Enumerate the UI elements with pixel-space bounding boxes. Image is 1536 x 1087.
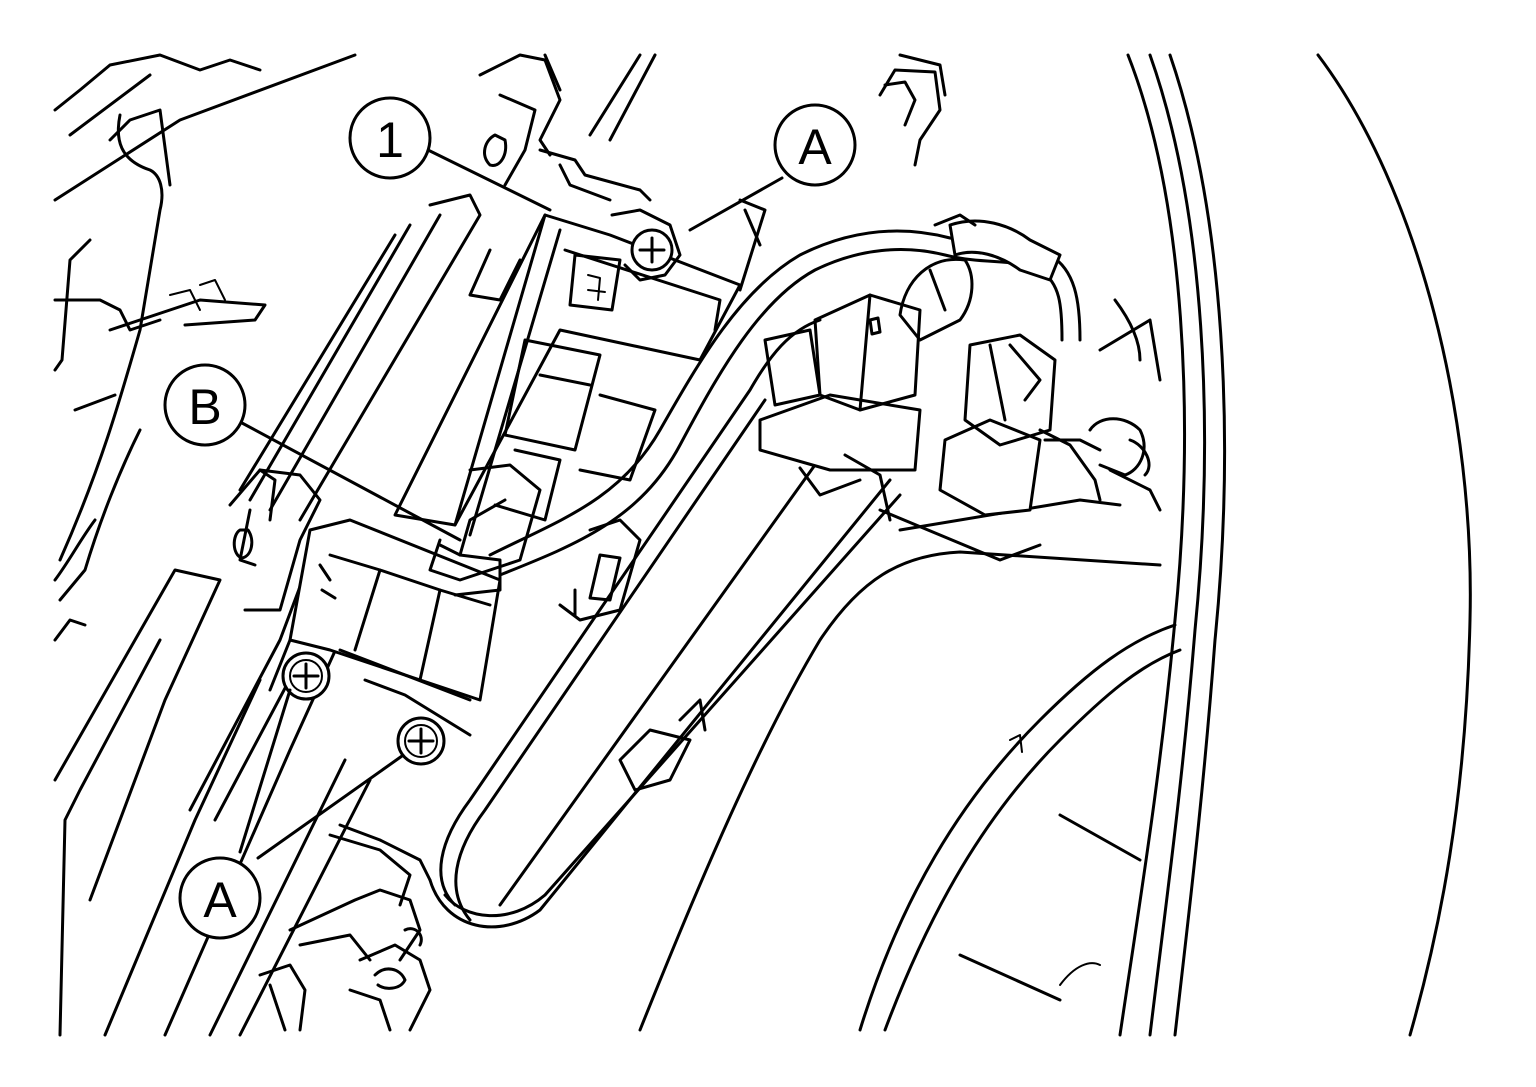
left-trim-panel <box>53 53 372 1037</box>
callout-a-bottom-label: A <box>203 872 237 928</box>
callout-1-label: 1 <box>376 112 404 168</box>
module-housing <box>228 193 742 737</box>
callout-b: B <box>163 363 247 447</box>
callout-a-top-label: A <box>798 119 832 175</box>
wire-harness <box>428 213 1162 929</box>
screw-lower-right <box>396 716 446 766</box>
callout-b-label: B <box>188 379 221 435</box>
leader-lines <box>238 148 784 860</box>
callout-a-bottom: A <box>178 856 262 940</box>
callout-a-top: A <box>773 103 857 187</box>
callout-1: 1 <box>348 96 432 180</box>
screw-top <box>610 208 682 282</box>
body-outline <box>638 53 1472 1037</box>
screw-lower-left <box>281 651 331 701</box>
upper-bracket <box>478 53 947 292</box>
lower-bracket <box>258 823 432 1032</box>
